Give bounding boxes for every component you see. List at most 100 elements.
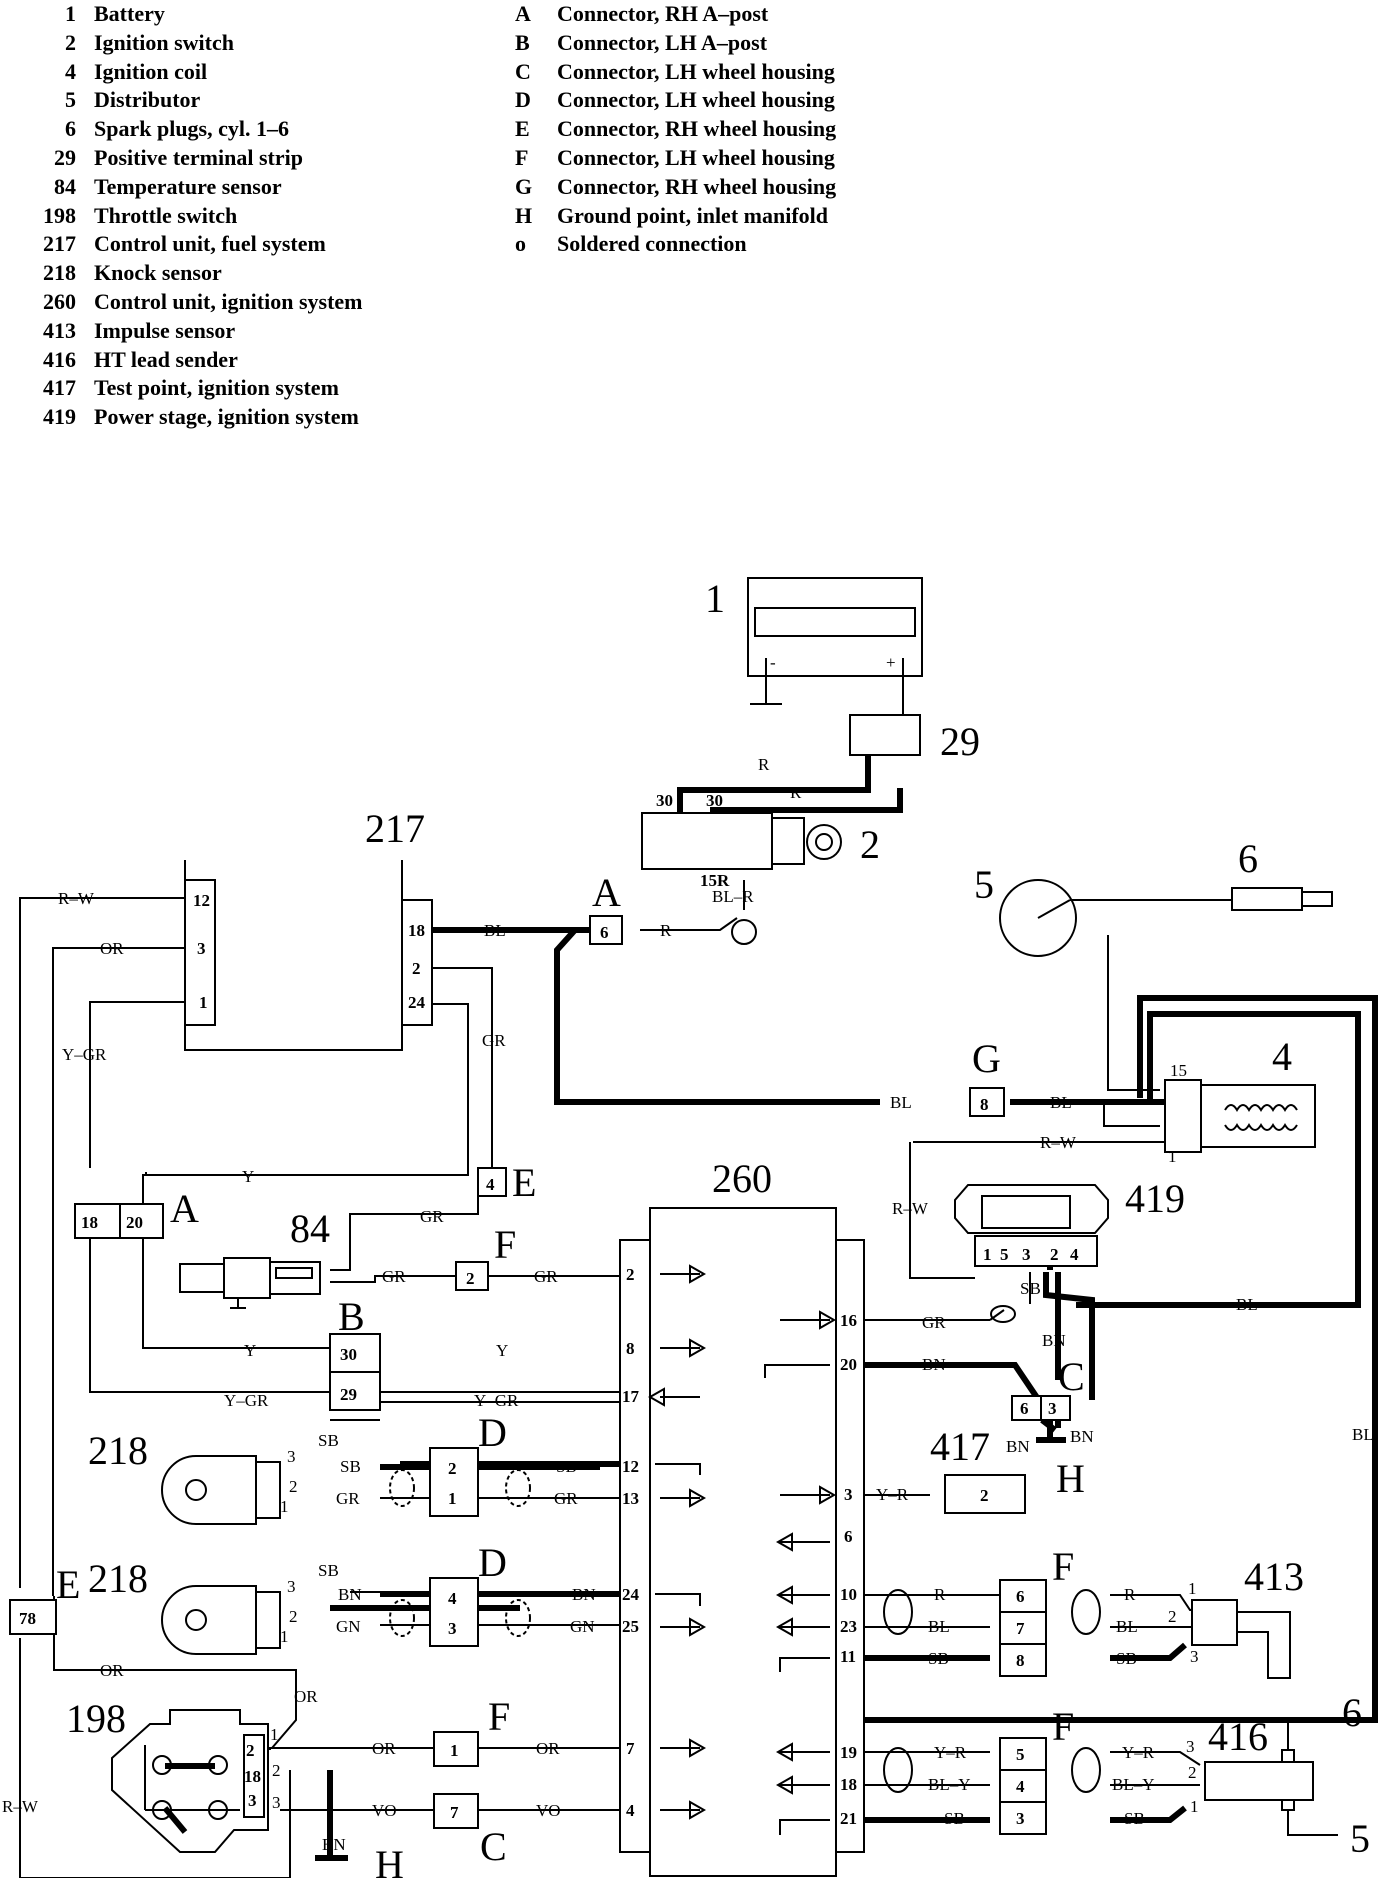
svg-text:25: 25 bbox=[622, 1617, 639, 1636]
svg-text:C: C bbox=[1058, 1354, 1085, 1399]
svg-text:GR: GR bbox=[554, 1489, 578, 1508]
svg-text:GN: GN bbox=[570, 1617, 595, 1636]
legend-text: Ignition switch bbox=[94, 29, 234, 55]
svg-text:13: 13 bbox=[622, 1489, 639, 1508]
svg-text:1: 1 bbox=[450, 1741, 459, 1760]
svg-text:Y–GR: Y–GR bbox=[62, 1045, 107, 1064]
svg-text:2: 2 bbox=[246, 1741, 255, 1760]
legend-text: Connector, LH wheel housing bbox=[557, 144, 835, 170]
svg-text:4: 4 bbox=[1070, 1245, 1079, 1264]
legend-text: Connector, RH A–post bbox=[557, 1, 769, 26]
svg-text:A: A bbox=[592, 870, 621, 915]
legend-number: F bbox=[515, 144, 529, 170]
svg-text:2: 2 bbox=[289, 1477, 298, 1496]
fuel-control-unit: 217 12 3 1 18 2 24 bbox=[184, 806, 433, 1051]
legend-number: 417 bbox=[43, 375, 76, 401]
legend-text: Distributor bbox=[94, 87, 201, 113]
svg-text:3: 3 bbox=[1022, 1245, 1031, 1264]
ignition-control-unit: 260 2 8 17 12 13 24 25 7 4 16 20 3 6 10 … bbox=[619, 1156, 865, 1877]
svg-text:2: 2 bbox=[412, 959, 421, 978]
legend-text: Soldered connection bbox=[557, 231, 747, 257]
legend-text: Connector, LH A–post bbox=[557, 29, 768, 55]
svg-text:SB: SB bbox=[928, 1649, 949, 1668]
knock-sensor-2: 218 3 2 1 bbox=[88, 1556, 298, 1655]
svg-text:21: 21 bbox=[840, 1809, 857, 1828]
legend-number: 217 bbox=[43, 231, 76, 257]
svg-text:BL: BL bbox=[890, 1093, 912, 1112]
legend-number: B bbox=[515, 29, 530, 55]
svg-text:Y–GR: Y–GR bbox=[224, 1391, 269, 1410]
svg-text:6: 6 bbox=[1020, 1399, 1029, 1418]
svg-text:1: 1 bbox=[199, 993, 208, 1012]
svg-text:3: 3 bbox=[1048, 1399, 1057, 1418]
svg-text:R: R bbox=[660, 921, 672, 940]
svg-text:F: F bbox=[494, 1222, 516, 1267]
svg-text:1: 1 bbox=[983, 1245, 992, 1264]
svg-text:GR: GR bbox=[534, 1267, 558, 1286]
svg-text:B: B bbox=[338, 1294, 365, 1339]
temp-sensor: 84 bbox=[179, 1206, 330, 1309]
svg-text:2: 2 bbox=[448, 1459, 457, 1478]
spark-plug: 6 bbox=[1231, 836, 1333, 911]
svg-text:BL: BL bbox=[1050, 1093, 1072, 1112]
connector-boxes: 6 8 4 18 20 2 30 29 2 1 4 3 78 1 7 6 3 bbox=[9, 915, 1071, 1835]
legend-number: 4 bbox=[65, 58, 76, 84]
svg-text:11: 11 bbox=[840, 1647, 856, 1666]
label-ht-sender: 416 bbox=[1208, 1714, 1268, 1759]
svg-text:4: 4 bbox=[626, 1801, 635, 1820]
svg-text:1: 1 bbox=[1188, 1579, 1197, 1598]
svg-text:17: 17 bbox=[622, 1387, 640, 1406]
terminal-strip: 29 bbox=[849, 714, 980, 764]
legend-text: HT lead sender bbox=[94, 346, 238, 372]
svg-text:30: 30 bbox=[340, 1345, 357, 1364]
ignition-switch: 2 30 30 15R bbox=[641, 791, 880, 890]
svg-text:F: F bbox=[488, 1694, 510, 1739]
legend-text: Impulse sensor bbox=[94, 317, 236, 343]
svg-text:SB: SB bbox=[556, 1457, 577, 1476]
svg-text:BL: BL bbox=[1352, 1425, 1374, 1444]
legend-number: 416 bbox=[43, 346, 76, 372]
svg-text:29: 29 bbox=[340, 1385, 357, 1404]
svg-text:2: 2 bbox=[626, 1265, 635, 1284]
svg-text:30: 30 bbox=[706, 791, 723, 810]
svg-text:23: 23 bbox=[840, 1617, 857, 1636]
distributor: 5 bbox=[974, 862, 1077, 957]
svg-text:Y: Y bbox=[244, 1341, 256, 1360]
label-test-point: 417 bbox=[930, 1424, 990, 1469]
svg-text:1: 1 bbox=[270, 1725, 279, 1744]
svg-text:OR: OR bbox=[536, 1739, 560, 1758]
svg-text:BN: BN bbox=[1070, 1427, 1094, 1446]
svg-text:3: 3 bbox=[248, 1791, 257, 1810]
svg-text:18: 18 bbox=[408, 921, 425, 940]
legend-item: F Connector, LH wheel housing bbox=[515, 144, 836, 173]
legend-text: Connector, LH wheel housing bbox=[557, 87, 835, 113]
legend-text: Test point, ignition system bbox=[94, 375, 339, 401]
svg-text:7: 7 bbox=[1016, 1619, 1025, 1638]
legend-text: Connector, RH wheel housing bbox=[557, 173, 837, 199]
right-pins: 16 20 3 6 10 23 11 19 18 21 bbox=[840, 1311, 857, 1828]
legend-number: D bbox=[515, 87, 531, 113]
svg-text:6: 6 bbox=[1342, 1690, 1362, 1735]
svg-text:18: 18 bbox=[840, 1775, 857, 1794]
svg-text:SB: SB bbox=[318, 1431, 339, 1450]
svg-text:8: 8 bbox=[980, 1095, 989, 1114]
svg-text:1: 1 bbox=[1168, 1147, 1177, 1166]
legend-text: Ground point, inlet manifold bbox=[557, 202, 828, 228]
svg-text:GR: GR bbox=[336, 1489, 360, 1508]
legend-text: Control unit, fuel system bbox=[94, 231, 326, 257]
svg-text:SB: SB bbox=[318, 1561, 339, 1580]
svg-text:F: F bbox=[1052, 1544, 1074, 1589]
legend-number: G bbox=[515, 173, 533, 199]
svg-text:BN: BN bbox=[322, 1835, 346, 1854]
svg-text:GR: GR bbox=[420, 1207, 444, 1226]
label-ignition-switch: 2 bbox=[860, 822, 880, 867]
